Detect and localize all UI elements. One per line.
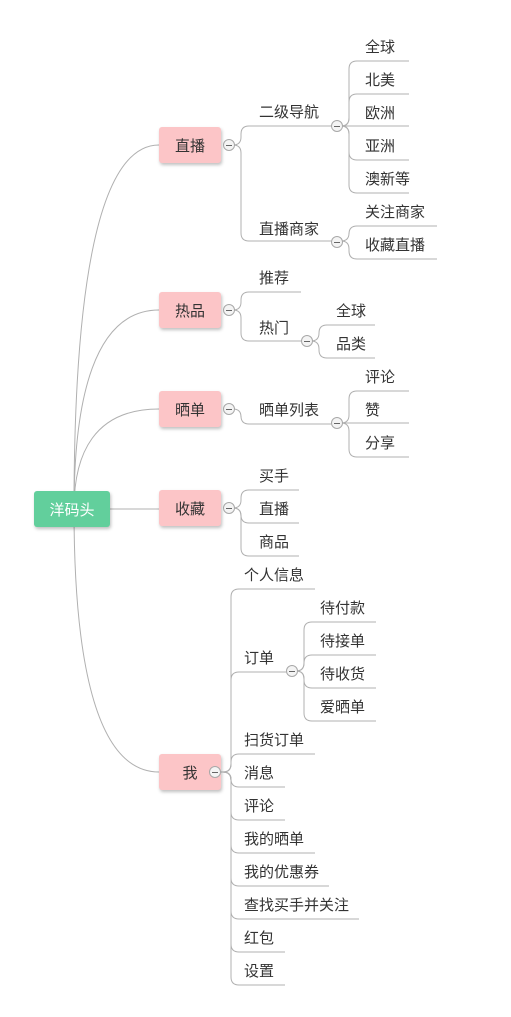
branch-favorites[interactable]: 收藏 [159, 490, 221, 526]
branch-live[interactable]: 直播 [159, 127, 221, 163]
branch-connector [232, 125, 335, 146]
collapse-hot-icon[interactable] [223, 304, 235, 316]
collapse-live-merchant-icon[interactable] [331, 236, 343, 248]
branch-connector [340, 240, 437, 260]
node-red-packet[interactable]: 红包 [244, 929, 275, 947]
node-pending-accept[interactable]: 待接单 [320, 632, 366, 650]
node-popular-global[interactable]: 全球 [336, 302, 367, 320]
node-popular[interactable]: 热门 [259, 319, 290, 337]
branch-connector [310, 340, 375, 359]
node-settings[interactable]: 设置 [244, 962, 275, 980]
node-my-shows[interactable]: 我的晒单 [244, 830, 305, 848]
node-nav-global[interactable]: 全球 [365, 38, 396, 56]
node-orders[interactable]: 订单 [244, 649, 275, 667]
branch-connector [232, 144, 335, 242]
node-messages[interactable]: 消息 [244, 764, 275, 782]
branch-connector [310, 324, 375, 342]
branch-hot[interactable]: 热品 [159, 292, 221, 328]
node-find-buyer[interactable]: 查找买手并关注 [244, 896, 350, 914]
collapse-orders-icon[interactable] [286, 665, 298, 677]
root-connector [73, 508, 160, 773]
root-connector [73, 309, 160, 510]
root-connector [73, 144, 160, 510]
node-secondary-nav[interactable]: 二级导航 [259, 103, 320, 121]
node-like[interactable]: 赞 [365, 401, 381, 419]
branch-show[interactable]: 晒单 [159, 391, 221, 427]
branch-connector [232, 489, 299, 509]
branch-connector [221, 753, 315, 773]
node-nav-oceania[interactable]: 澳新等 [365, 170, 411, 188]
node-fav-live[interactable]: 直播 [259, 500, 290, 518]
node-live-merchant[interactable]: 直播商家 [259, 220, 320, 238]
branch-connector [232, 408, 333, 425]
root-node[interactable]: 洋码头 [34, 491, 110, 527]
node-nav-north-america[interactable]: 北美 [365, 71, 396, 89]
root-connector [73, 408, 160, 510]
node-comment[interactable]: 评论 [365, 368, 396, 386]
branch-connector [232, 309, 307, 342]
node-pending-payment[interactable]: 待付款 [320, 599, 366, 617]
node-fav-buyer[interactable]: 买手 [259, 467, 290, 485]
node-favorite-live[interactable]: 收藏直播 [365, 236, 426, 254]
branch-connector [340, 422, 409, 458]
collapse-popular-icon[interactable] [301, 335, 313, 347]
node-recommend[interactable]: 推荐 [259, 269, 290, 287]
branch-me[interactable]: 我 [159, 754, 221, 790]
collapse-favorites-icon[interactable] [223, 502, 235, 514]
node-love-show[interactable]: 爱晒单 [320, 698, 366, 716]
node-nav-asia[interactable]: 亚洲 [365, 137, 396, 155]
node-my-comments[interactable]: 评论 [244, 797, 275, 815]
branch-connector [232, 507, 299, 557]
branch-connector [221, 671, 291, 773]
branch-connector [295, 654, 376, 672]
branch-connector [232, 291, 301, 311]
branch-connector [295, 670, 376, 722]
branch-connector [221, 771, 285, 986]
collapse-show-list-icon[interactable] [331, 417, 343, 429]
node-popular-category[interactable]: 品类 [336, 335, 367, 353]
collapse-show-icon[interactable] [223, 403, 235, 415]
node-sweep-orders[interactable]: 扫货订单 [244, 731, 305, 749]
node-follow-merchant[interactable]: 关注商家 [365, 203, 426, 221]
node-fav-goods[interactable]: 商品 [259, 533, 290, 551]
node-profile[interactable]: 个人信息 [244, 566, 305, 584]
node-nav-europe[interactable]: 欧洲 [365, 104, 396, 122]
node-share[interactable]: 分享 [365, 434, 396, 452]
branch-connector [340, 225, 437, 242]
collapse-me-icon[interactable] [209, 766, 221, 778]
collapse-live-icon[interactable] [223, 139, 235, 151]
node-pending-receipt[interactable]: 待收货 [320, 665, 366, 683]
collapse-secondary-nav-icon[interactable] [331, 120, 343, 132]
branch-connector [340, 125, 409, 194]
node-my-coupons[interactable]: 我的优惠券 [244, 863, 320, 881]
node-show-list[interactable]: 晒单列表 [259, 401, 320, 419]
